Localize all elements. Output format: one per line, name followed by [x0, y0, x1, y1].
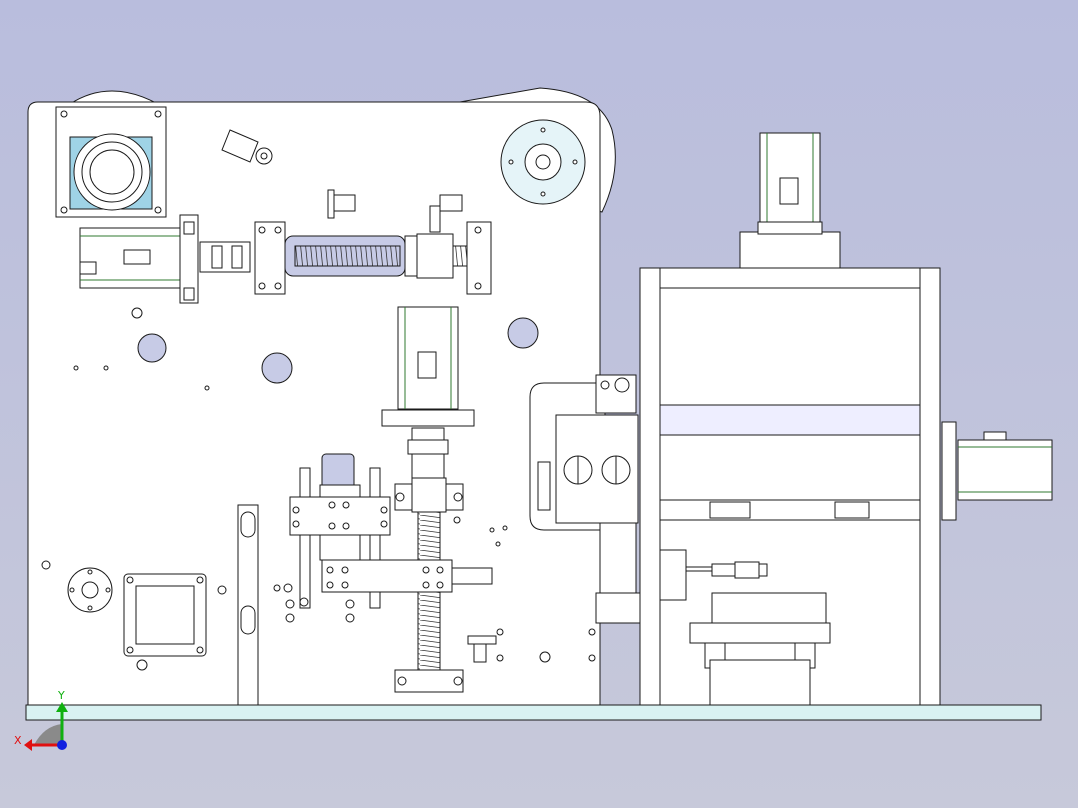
vertical-servo-motor — [381, 306, 475, 479]
gearbox-block — [555, 374, 641, 624]
bottom-left-bearing — [67, 567, 113, 613]
horizontal-servo-motor — [79, 214, 199, 304]
frame-top-motor — [739, 132, 841, 269]
drive-pulley — [500, 119, 586, 205]
horizontal-ball-screw — [254, 221, 492, 295]
coordinate-triad — [24, 702, 68, 751]
triad-x-label: X — [14, 734, 22, 747]
pneumatic-cylinder — [659, 549, 768, 601]
slot-rail — [237, 504, 259, 706]
bottom-left-motor-flange — [123, 573, 207, 657]
tilted-clamp — [221, 129, 273, 165]
shaft-coupling — [199, 241, 251, 273]
sensor-brackets — [327, 189, 463, 233]
frame-side-motor — [941, 421, 1053, 521]
lower-motor-base — [689, 592, 831, 706]
plate-holes — [41, 307, 551, 671]
base-plate — [25, 704, 1042, 721]
small-fittings — [467, 628, 596, 663]
triad-y-label: Y — [58, 689, 65, 702]
cross-slide-assembly — [273, 453, 508, 623]
top-left-motor-flange — [55, 106, 167, 218]
